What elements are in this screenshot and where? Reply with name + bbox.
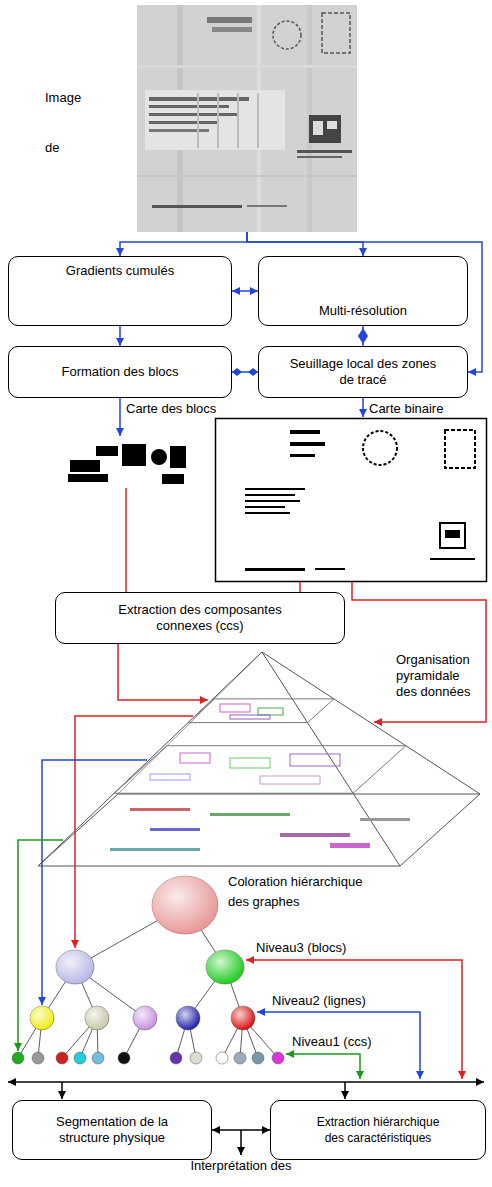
document-picture xyxy=(137,5,357,232)
process-box: Gradients cumulés xyxy=(8,256,232,326)
shape-heading: Coloration hiérarchique des graphes xyxy=(228,872,378,912)
connector xyxy=(247,232,363,256)
connector xyxy=(119,326,121,346)
wires xyxy=(8,398,486,1155)
box-text: Seuillage local des zones de tracé xyxy=(286,356,441,388)
text-label: Carte binaire xyxy=(369,401,443,416)
tree-links xyxy=(18,905,278,1058)
binary-map xyxy=(216,419,487,582)
process-box: Segmentation de la structure physique xyxy=(12,1100,212,1160)
connector xyxy=(118,644,208,700)
process-box: Seuillage local des zones de tracé xyxy=(258,346,468,398)
box-text: Segmentation de la structure physique xyxy=(42,1114,182,1146)
shape-heading: Organisation pyramidale des données xyxy=(396,652,481,700)
connector xyxy=(362,326,364,346)
box-text: Gradients cumulés xyxy=(66,263,174,279)
graph-root-circle xyxy=(151,875,219,935)
connector xyxy=(232,290,258,292)
process-box: Formation des blocs xyxy=(8,346,232,398)
text-label: Niveau2 (lignes) xyxy=(272,993,366,1008)
process-box: Multi-résolution xyxy=(258,256,468,326)
box-text: Multi-résolution xyxy=(319,303,407,319)
box-text: Extraction hiérarchique des caractéristi… xyxy=(311,1114,446,1146)
text-label: Interprétation des xyxy=(141,1158,341,1173)
document-image: Image de xyxy=(137,5,357,232)
data-pyramid: Organisation pyramidale des données xyxy=(30,648,488,872)
connector xyxy=(232,371,258,373)
text-label: Niveau1 (ccs) xyxy=(292,1034,371,1049)
graph-nodes xyxy=(12,950,284,1064)
text-label: Niveau3 (blocs) xyxy=(256,940,346,955)
process-box: Extraction hiérarchique des caractéristi… xyxy=(270,1100,486,1160)
box-text: Extraction des composantes connexes (ccs… xyxy=(113,602,288,634)
process-box: Extraction des composantes connexes (ccs… xyxy=(55,592,345,644)
connector xyxy=(120,232,247,256)
box-text: Formation des blocs xyxy=(61,364,178,380)
connector xyxy=(212,1129,270,1131)
text-label: Carte des blocs xyxy=(126,401,216,416)
block-map xyxy=(62,438,190,488)
shape-heading: Image de xyxy=(45,73,90,173)
graph-root-node: Coloration hiérarchique des graphes xyxy=(151,875,219,935)
